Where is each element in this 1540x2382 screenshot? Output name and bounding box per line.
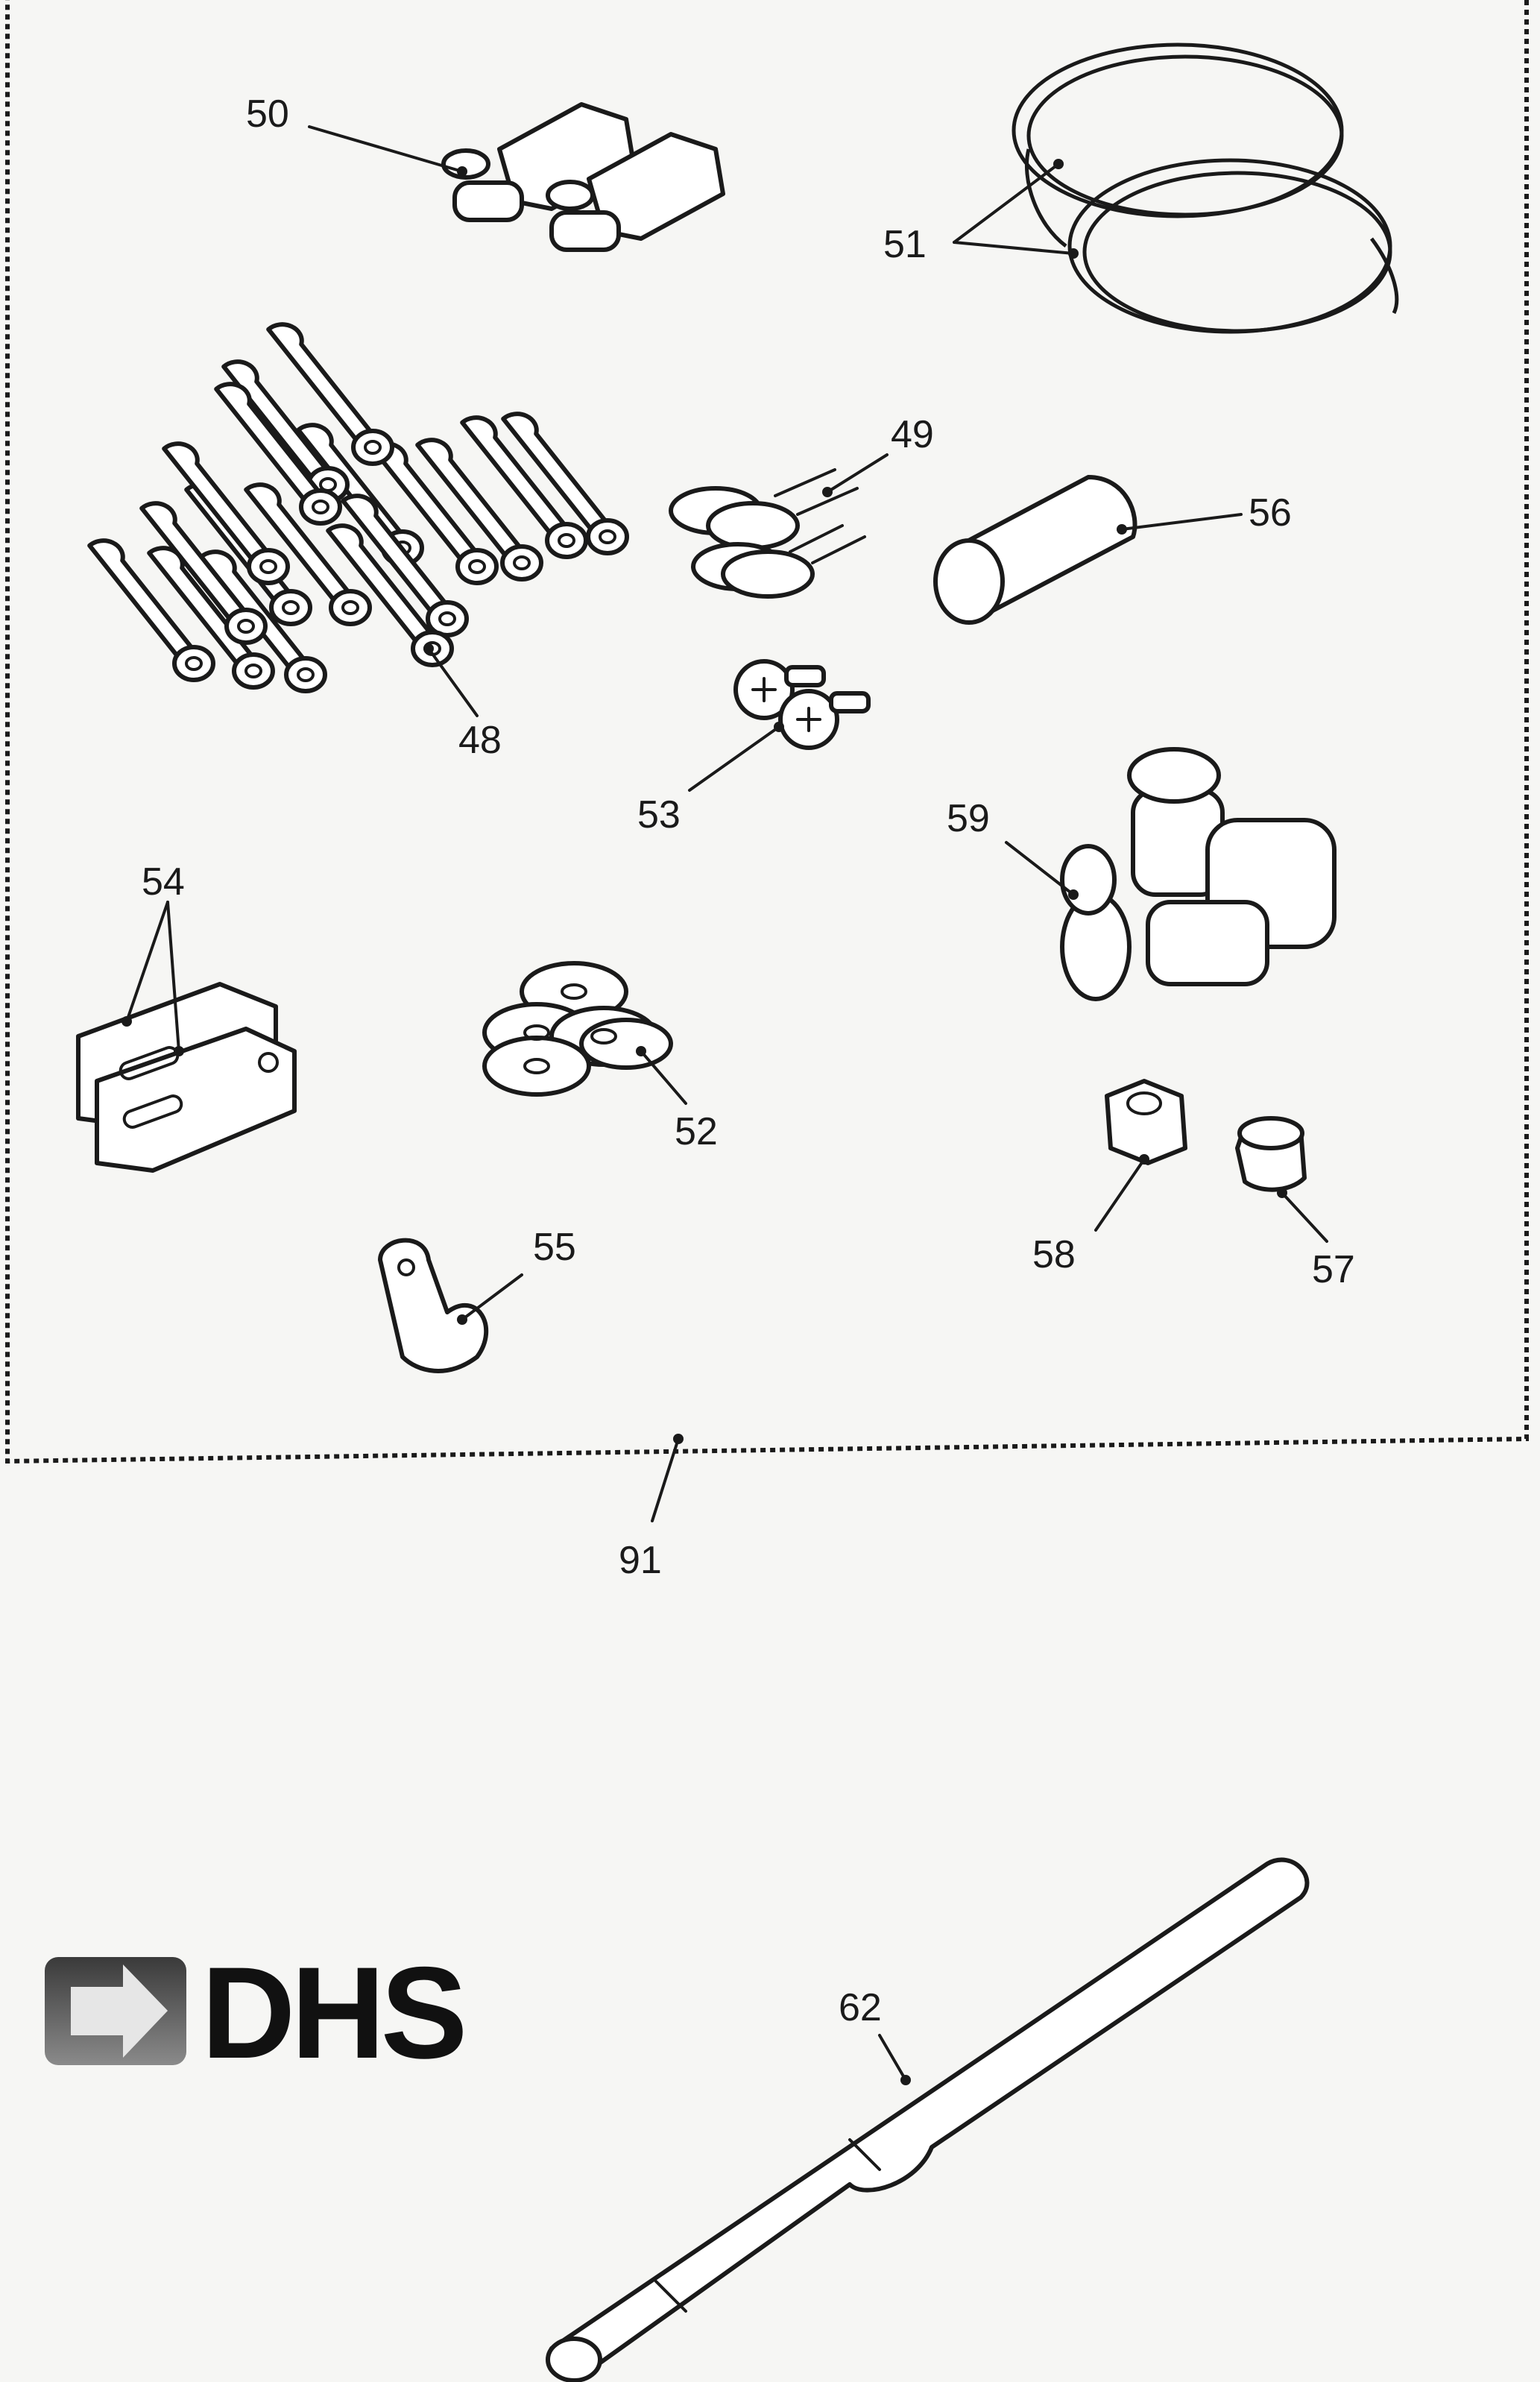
spacer-tube-end — [224, 608, 268, 645]
spacer-tube-bore — [341, 600, 359, 615]
part-48-spacer-tubes — [87, 322, 629, 693]
spacer-tube-bore — [468, 559, 486, 574]
spacer-tube — [87, 538, 212, 673]
spacer-tube — [326, 523, 451, 658]
spacer-tube — [341, 494, 466, 628]
spacer-tube-bore — [438, 611, 456, 626]
callout-48: 48 — [458, 719, 502, 762]
spacer-tube-bore — [282, 600, 300, 615]
spacer-tube-end — [455, 548, 499, 585]
spacer-tube-end — [172, 645, 215, 682]
spacer-tube-end — [299, 488, 342, 526]
dhs-logo: DHS — [45, 1941, 467, 2086]
part-58-nut — [1105, 1079, 1187, 1165]
part-49-eye-screws — [669, 468, 866, 599]
spacer-tube — [162, 441, 287, 576]
spacer-tube-bore — [237, 619, 255, 634]
callout-51: 51 — [883, 223, 927, 266]
spacer-tube-bore — [244, 664, 262, 678]
callout-50: 50 — [246, 92, 289, 136]
spacer-tube-end — [247, 548, 290, 585]
spacer-tube — [266, 322, 391, 457]
spacer-tube — [139, 501, 265, 636]
spacer-tube-end — [500, 544, 543, 582]
spacer-tube-bore — [513, 555, 531, 570]
part-59-valve — [1060, 747, 1337, 1001]
callout-49: 49 — [891, 413, 934, 456]
callout-57: 57 — [1312, 1248, 1355, 1291]
spacer-tube-bore — [185, 656, 203, 671]
callout-52: 52 — [675, 1110, 718, 1153]
part-55-clip — [378, 1238, 489, 1373]
spacer-tube-bore — [599, 529, 616, 544]
part-51-wire-coils — [1012, 42, 1399, 334]
part-57-ferrule — [1235, 1116, 1307, 1192]
spacer-tube — [296, 423, 421, 558]
part-52-washers — [482, 961, 673, 1097]
part-62-capillary-tube — [546, 1857, 1310, 2382]
callout-53: 53 — [637, 793, 681, 836]
spacer-tube — [460, 415, 585, 550]
callout-56: 56 — [1249, 491, 1292, 535]
kit-boundary — [5, 0, 1529, 1464]
callout-59: 59 — [947, 797, 990, 840]
part-53-screws — [733, 659, 871, 750]
spacer-tube-bore — [297, 667, 315, 682]
spacer-tube — [244, 482, 369, 617]
callout-54: 54 — [142, 860, 185, 904]
part-50-standoff-bolts — [441, 102, 725, 252]
spacer-tube-end — [586, 518, 629, 555]
spacer-tube — [221, 359, 347, 494]
spacer-tube — [214, 382, 339, 517]
part-56-sleeve — [933, 475, 1137, 625]
spacer-tube — [415, 438, 540, 573]
spacer-tube-bore — [312, 500, 329, 514]
spacer-tube-bore — [558, 533, 575, 548]
spacer-tube-end — [284, 656, 327, 693]
callout-62: 62 — [839, 1986, 882, 2029]
leader-lines — [122, 125, 1328, 2085]
spacer-tube-end — [351, 429, 394, 466]
callout-58: 58 — [1032, 1233, 1076, 1276]
spacer-tube-end — [232, 652, 275, 690]
spacer-tube-bore — [259, 559, 277, 574]
spacer-tube-end — [329, 589, 372, 626]
spacer-tube-bore — [364, 440, 382, 455]
spacer-tube — [501, 412, 626, 546]
callout-55: 55 — [533, 1226, 576, 1269]
part-54-brackets — [76, 982, 297, 1173]
spacer-tube-end — [269, 589, 312, 626]
logo-text: DHS — [201, 1941, 463, 2086]
callout-91: 91 — [619, 1539, 662, 1582]
spacer-tube-end — [545, 522, 588, 559]
